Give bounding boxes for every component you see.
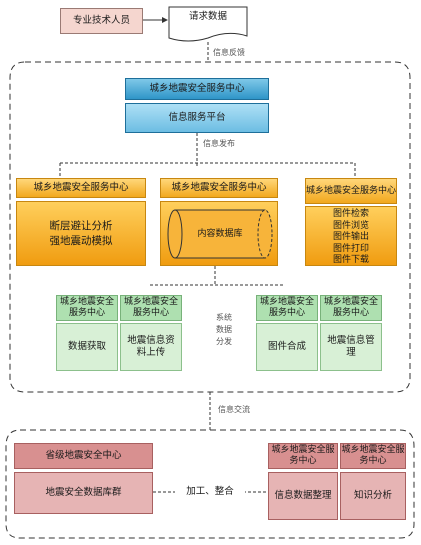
- green-box2-title: 城乡地震安全服务中心: [120, 295, 182, 321]
- info-feedback-label: 信息反馈: [213, 48, 245, 57]
- seismic-upload-box: 地震信息资料上传: [120, 323, 182, 371]
- blue-service-center-title: 城乡地震安全服务中心: [125, 78, 269, 100]
- map-function-item: 图件检索: [332, 209, 369, 219]
- info-data-sort-box: 信息数据整理: [268, 472, 338, 520]
- pink-center-title-1: 城乡地震安全服务中心: [268, 443, 338, 469]
- lower-frame: [5, 429, 415, 539]
- provincial-center-title: 省级地震安全中心: [14, 443, 153, 469]
- request-document: 请求数据: [168, 6, 248, 44]
- green-box3-title: 城乡地震安全服务中心: [256, 295, 318, 321]
- content-db-box: 内容数据库: [160, 201, 278, 266]
- green-box1-title: 城乡地震安全服务中心: [56, 295, 118, 321]
- info-exchange-label: 信息交流: [218, 405, 250, 414]
- process-integrate-label: 加工、整合: [175, 486, 245, 498]
- orange-mid-title: 城乡地震安全服务中心: [160, 178, 278, 198]
- fault-analysis-box: 断层避让分析 强地震动模拟: [16, 201, 146, 266]
- info-service-platform: 信息服务平台: [125, 103, 269, 133]
- map-functions-box: 图件检索 图件浏览 图件输出 图件打印 图件下载: [305, 206, 397, 266]
- seismic-manage-box: 地震信息管理: [320, 323, 382, 371]
- content-db-label: 内容数据库: [197, 229, 243, 239]
- document-icon: [168, 6, 248, 42]
- green-box4-title: 城乡地震安全服务中心: [320, 295, 382, 321]
- map-function-item: 图件下载: [332, 255, 369, 265]
- database-cylinder-icon: [167, 209, 273, 259]
- knowledge-analysis-box: 知识分析: [340, 472, 406, 520]
- pink-center-title-2: 城乡地震安全服务中心: [340, 443, 406, 469]
- request-label: 请求数据: [188, 11, 227, 22]
- map-function-item: 图件输出: [332, 232, 369, 242]
- orange-left-title: 城乡地震安全服务中心: [16, 178, 146, 198]
- map-function-item: 图件浏览: [332, 220, 369, 231]
- map-synthesis-box: 图件合成: [256, 323, 318, 371]
- system-distribution-label: 系统 数据 分发: [216, 313, 232, 346]
- map-function-item: 图件打印: [332, 243, 369, 254]
- staff-label: 专业技术人员: [72, 15, 130, 26]
- seismic-db-group: 地震安全数据库群: [14, 472, 153, 514]
- data-acquire-box: 数据获取: [56, 323, 118, 371]
- info-publish-label: 信息发布: [203, 139, 235, 148]
- staff-box: 专业技术人员: [60, 8, 143, 34]
- orange-right-title: 城乡地震安全服务中心: [305, 178, 397, 204]
